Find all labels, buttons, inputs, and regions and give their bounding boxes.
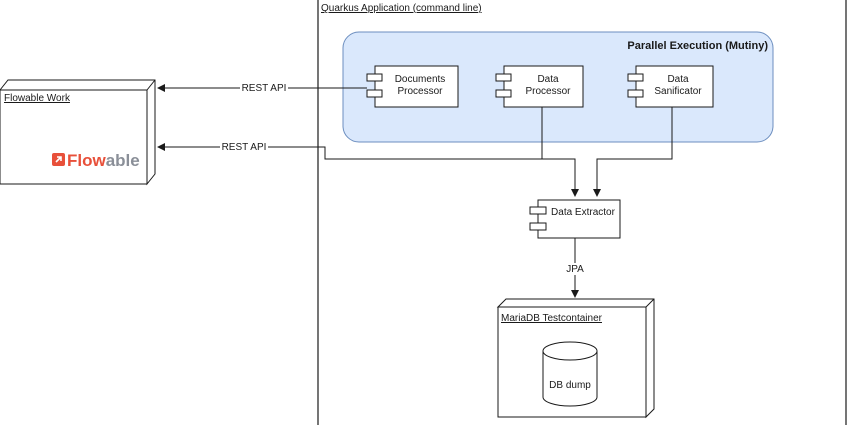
db-dump-database-icon[interactable]: DB dump [542,341,598,407]
data-sanificator-component[interactable]: Data Sanificator [627,65,714,108]
documents-processor-label-line1: Documents [395,74,446,85]
quarkus-application-frame: Quarkus Application (command line) [317,0,847,425]
flowable-work-title: Flowable Work [4,93,71,104]
rest-api-label-1: REST API [242,83,287,94]
data-extractor-label: Data Extractor [551,207,616,218]
data-processor-component[interactable]: Data Processor [495,65,584,108]
rest-api-label-2: REST API [222,142,267,153]
processor-to-extractor-edges [541,107,673,197]
data-processor-label-line2: Processor [525,86,571,97]
documents-processor-component[interactable]: Documents Processor [366,65,459,108]
documents-processor-label-line2: Processor [397,86,443,97]
data-processor-label-line1: Data [537,74,559,85]
data-sanificator-label-line1: Data [667,74,689,85]
component-port-icon [627,73,644,82]
jpa-edge: JPA [563,238,587,298]
flowable-logo-text: Flowable [67,151,140,170]
component-port-icon [366,73,383,82]
db-dump-label: DB dump [549,380,591,391]
rest-api-edge-1: REST API [157,82,367,94]
jpa-label: JPA [566,264,584,275]
data-sanificator-label-line2: Sanificator [654,86,702,97]
component-port-icon [366,89,383,98]
component-port-icon [627,89,644,98]
component-port-icon [495,73,512,82]
parallel-execution-title: Parallel Execution (Mutiny) [627,40,768,52]
mariadb-testcontainer-title: MariaDB Testcontainer [501,313,603,324]
component-port-icon [529,222,547,231]
data-extractor-component[interactable]: Data Extractor [529,199,621,239]
rest-api-edge-2: REST API [157,141,575,160]
component-port-icon [495,89,512,98]
flowable-logo: Flowable [52,151,140,170]
component-port-icon [529,206,547,215]
quarkus-application-title: Quarkus Application (command line) [321,3,482,14]
flowable-work-node[interactable]: Flowable Work Flowable [0,79,156,186]
